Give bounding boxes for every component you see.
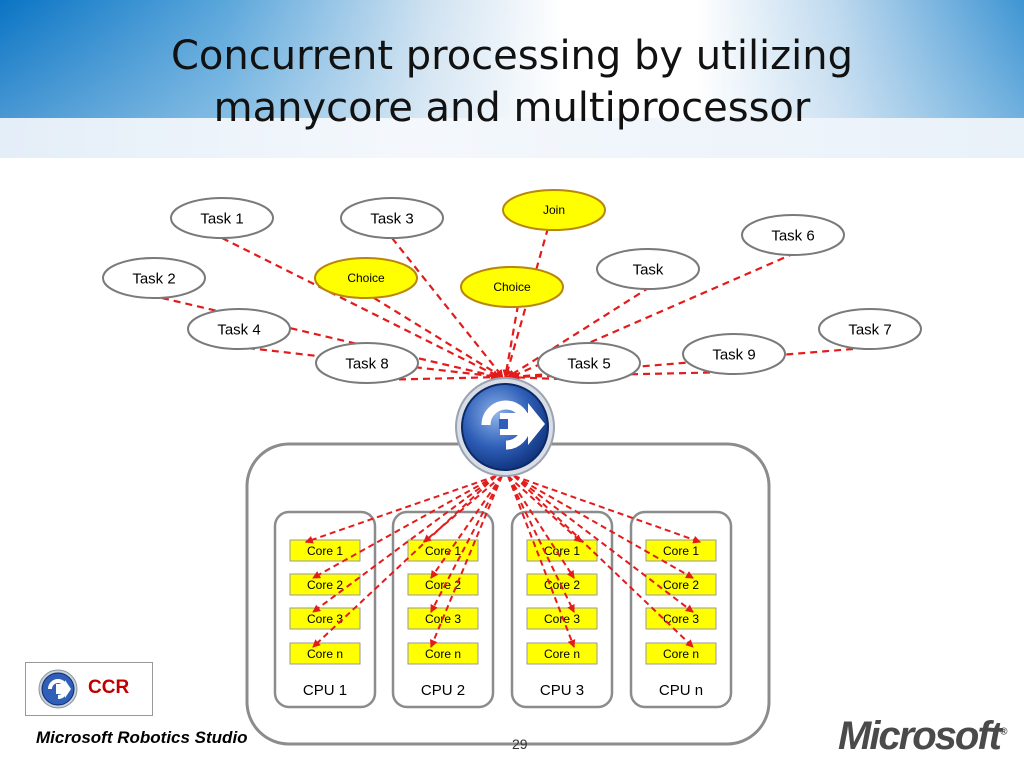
- task-node-task: Task: [596, 248, 700, 290]
- task-label: Task 9: [712, 346, 755, 363]
- dispatch-arrow-task3: [391, 237, 504, 378]
- core-box: Core n: [407, 642, 479, 665]
- core-box: Core 1: [289, 539, 361, 562]
- core-dispatch-arrow: [423, 475, 503, 543]
- microsoft-logo-text: Microsoft: [838, 714, 1002, 758]
- core-dispatch-arrow: [507, 475, 575, 613]
- core-dispatch-arrow: [513, 475, 694, 648]
- core-dispatch-arrow: [429, 475, 503, 648]
- core-label: Core 2: [663, 578, 699, 592]
- core-box: Core 2: [526, 573, 598, 596]
- task-label: Task 8: [345, 355, 388, 372]
- core-dispatch-arrow: [507, 475, 575, 579]
- core-label: Core 3: [307, 612, 343, 626]
- core-dispatch-arrow: [312, 475, 497, 648]
- page-number: 29: [512, 736, 528, 752]
- core-box: Core 2: [645, 573, 717, 596]
- ccr-dispatcher-icon: [455, 377, 555, 477]
- task-label: Task 6: [771, 227, 814, 244]
- core-label: Core 1: [307, 544, 343, 558]
- core-label: Core n: [307, 647, 343, 661]
- core-box: Core 1: [645, 539, 717, 562]
- core-dispatch-arrow: [312, 475, 497, 613]
- core-dispatch-arrow: [513, 475, 694, 579]
- task-label: Task 5: [567, 355, 610, 372]
- task-node-task4: Task 4: [187, 308, 291, 350]
- core-label: Core n: [425, 647, 461, 661]
- core-dispatch-arrow: [430, 475, 503, 579]
- task-node-task5: Task 5: [537, 342, 641, 384]
- cpu-box: Core 1 Core 2 Core 3 Core n CPU n: [629, 510, 733, 709]
- task-node-join: Join: [502, 189, 606, 231]
- task-node-task9: Task 9: [682, 333, 786, 375]
- core-box: Core n: [289, 642, 361, 665]
- core-label: Core 2: [425, 578, 461, 592]
- task-label: Task 4: [217, 321, 260, 338]
- core-label: Core 2: [307, 578, 343, 592]
- task-label: Task: [633, 261, 664, 278]
- task-node-task2: Task 2: [102, 257, 206, 299]
- core-box: Core 2: [407, 573, 479, 596]
- core-label: Core 3: [663, 612, 699, 626]
- title-banner-strip: [0, 118, 1024, 158]
- dispatch-arrow-choice2: [502, 304, 520, 378]
- task-node-task1: Task 1: [170, 197, 274, 239]
- core-dispatch-arrow: [513, 475, 694, 613]
- slide-title: Concurrent processing by utilizing manyc…: [170, 33, 854, 131]
- task-node-choice2: Choice: [460, 266, 564, 308]
- dispatch-arrow-task1: [221, 237, 501, 378]
- task-label: Choice: [493, 280, 531, 294]
- task-label: Task 2: [132, 270, 175, 287]
- task-label: Task 1: [200, 210, 243, 227]
- core-box: Core 1: [407, 539, 479, 562]
- task-node-task8: Task 8: [315, 342, 419, 384]
- core-label: Core 2: [544, 578, 580, 592]
- ccr-logo-icon: [38, 669, 78, 709]
- core-dispatch-arrow: [304, 475, 497, 544]
- core-label: Core n: [663, 647, 699, 661]
- task-label: Choice: [347, 271, 385, 285]
- core-dispatch-arrow: [507, 475, 576, 648]
- core-dispatch-arrow: [430, 475, 503, 613]
- core-box: Core n: [645, 642, 717, 665]
- dispatch-arrow-task2: [161, 296, 500, 380]
- core-label: Core 1: [663, 544, 699, 558]
- dispatch-arrow-choice1: [373, 297, 504, 378]
- core-box: Core 3: [645, 607, 717, 630]
- task-node-task6: Task 6: [741, 214, 845, 256]
- ccr-label: CCR: [88, 677, 130, 698]
- cpu-label: CPU 1: [303, 682, 347, 699]
- task-node-choice1: Choice: [314, 257, 418, 299]
- dispatch-arrow-task: [507, 286, 651, 378]
- cpu-label: CPU 2: [421, 682, 465, 699]
- task-label: Join: [543, 203, 565, 217]
- core-box: Core n: [526, 642, 598, 665]
- core-label: Core 1: [425, 544, 461, 558]
- cpu-box: Core 1 Core 2 Core 3 Core n CPU 1: [273, 510, 377, 709]
- task-node-task3: Task 3: [340, 197, 444, 239]
- cpu-label: CPU 3: [540, 682, 584, 699]
- core-dispatch-arrow: [507, 475, 582, 543]
- core-dispatch-arrow: [513, 475, 702, 544]
- core-box: Core 3: [289, 607, 361, 630]
- dispatch-arrow-task8: [374, 373, 504, 382]
- cpu-label: CPU n: [659, 682, 703, 699]
- task-node-task7: Task 7: [818, 308, 922, 350]
- core-label: Core n: [544, 647, 580, 661]
- microsoft-logo: Microsoft®: [838, 714, 1008, 758]
- core-label: Core 1: [544, 544, 580, 558]
- core-dispatch-arrow: [312, 475, 497, 579]
- core-box: Core 1: [526, 539, 598, 562]
- task-label: Task 3: [370, 210, 413, 227]
- ccr-logo-box: CCR: [25, 662, 153, 716]
- footer-product-name: Microsoft Robotics Studio: [36, 728, 248, 747]
- task-label: Task 7: [848, 321, 891, 338]
